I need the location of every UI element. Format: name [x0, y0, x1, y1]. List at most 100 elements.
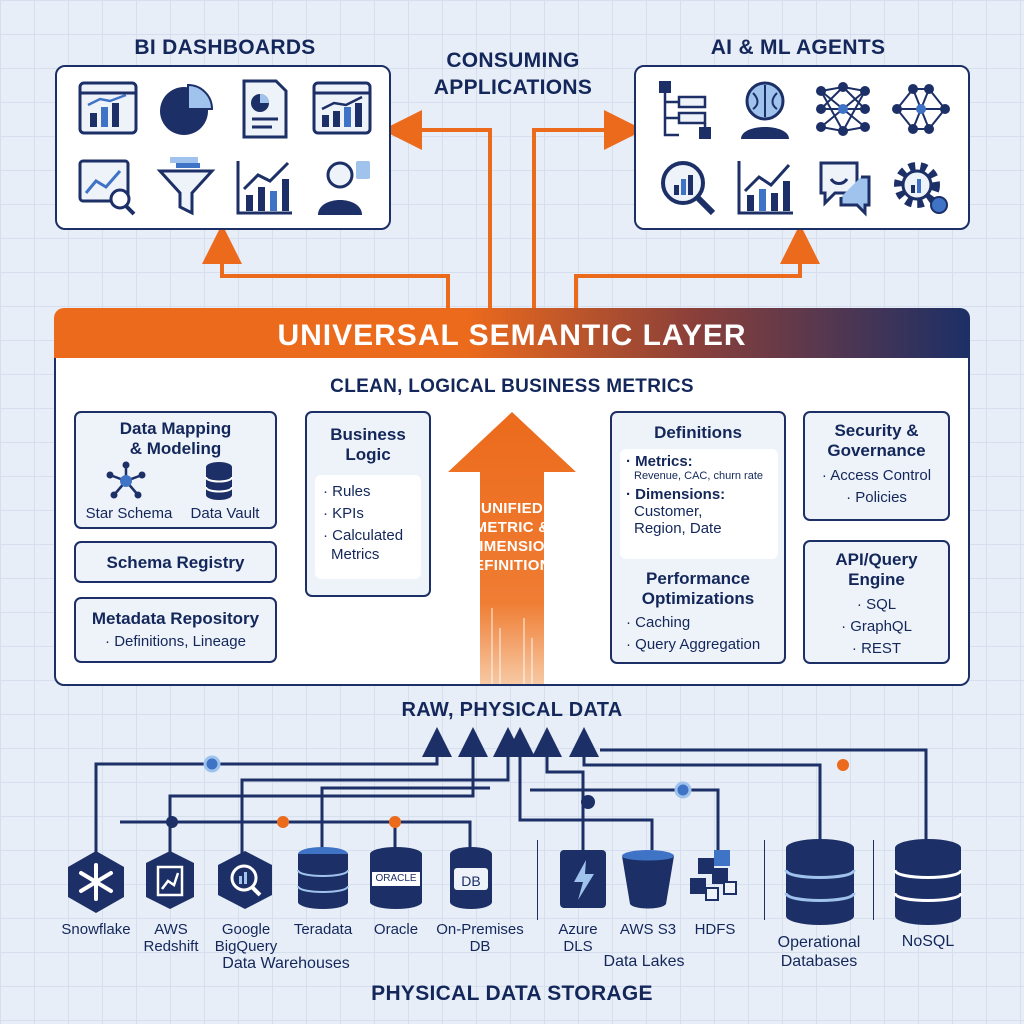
azure-label-2: DLS: [563, 938, 593, 955]
network-graph-icon: [892, 84, 950, 134]
rules-item: · Rules: [323, 483, 371, 500]
s3-bucket-icon: [622, 850, 674, 909]
ai-ml-agents-title: AI & ML AGENTS: [710, 36, 886, 59]
onprem-logo-text: DB: [461, 873, 481, 889]
s3-label: AWS S3: [619, 921, 677, 938]
bigquery-icon: [218, 851, 272, 909]
dimension-region-date: Region, Date: [634, 520, 722, 537]
star-schema-icon: [106, 461, 146, 499]
graphql-item: · GraphQL: [841, 618, 912, 635]
data-mapping-box: Data Mapping & Modeling Star Schema Data…: [74, 411, 277, 529]
consuming-applications-title: CONSUMING APPLICATIONS: [398, 47, 628, 101]
redshift-label-1: AWS: [154, 921, 188, 938]
bi-dashboards-title: BI DASHBOARDS: [134, 36, 316, 59]
semantic-layer-title: UNIVERSAL SEMANTIC LAYER: [277, 319, 747, 352]
teradata-icon: [297, 847, 349, 909]
chat-bubble-icon: [819, 161, 871, 217]
group-divider-1: [537, 840, 538, 920]
kpis-item: · KPIs: [323, 505, 364, 522]
azure-label-1: Azure: [558, 921, 598, 938]
rest-item: · REST: [851, 640, 902, 657]
operational-label-1: Operational: [777, 934, 861, 951]
api-query-engine-box: API/Query Engine · SQL · GraphQL · REST: [803, 540, 950, 664]
metrics-item: Metrics: [331, 546, 380, 563]
data-network-lines: [94, 727, 928, 860]
oracle-logo-text: ORACLE: [375, 873, 417, 884]
business-logic-title: Business: [330, 425, 406, 444]
physical-data-storage-title: PHYSICAL DATA STORAGE: [371, 982, 653, 1005]
onprem-db-icon: [450, 847, 492, 909]
security-governance-box: Security & Governance · Access Control ·…: [803, 411, 950, 521]
access-control-item: · Access Control: [821, 467, 932, 484]
data-warehouses-label: Data Warehouses: [222, 955, 350, 972]
oracle-icon: [370, 847, 422, 909]
unified-line1: UNIFIED: [480, 500, 544, 517]
security-subtitle: Governance: [827, 441, 926, 460]
snowflake-label: Snowflake: [61, 921, 131, 938]
schema-registry-label: Schema Registry: [106, 553, 245, 572]
semantic-layer-header: UNIVERSAL SEMANTIC LAYER: [54, 308, 970, 360]
caching-item: · Caching: [626, 614, 691, 631]
analytics-window-icon: [312, 81, 372, 135]
ai-brain-icon: [741, 81, 789, 139]
definitions-title: Definitions: [654, 423, 742, 442]
operational-db-icon: [784, 839, 856, 925]
performance-subtitle: Optimizations: [641, 589, 755, 608]
nosql-label: NoSQL: [901, 933, 955, 950]
query-aggregation-item: · Query Aggregation: [626, 636, 761, 653]
metrics-label: · Metrics:: [626, 453, 693, 470]
metrics-value: Revenue, CAC, churn rate: [634, 470, 764, 482]
api-subtitle: Engine: [848, 570, 905, 589]
hdfs-icon: [690, 850, 737, 901]
filter-funnel-icon: [156, 157, 216, 216]
magnifier-chart-icon: [78, 159, 136, 216]
search-analytics-icon: [661, 161, 716, 216]
data-mapping-title: Data Mapping: [119, 419, 232, 438]
metadata-repository-box: Metadata Repository · Definitions, Linea…: [74, 597, 277, 663]
business-logic-list: · Rules · KPIs · Calculated Metrics: [315, 475, 421, 579]
bigquery-label-1: Google: [221, 921, 271, 938]
performance-title: Performance: [646, 569, 750, 588]
unified-line2: METRIC &: [474, 519, 550, 536]
raw-physical-data-title: RAW, PHYSICAL DATA: [401, 699, 623, 721]
unified-line4: DEFINITIONS: [462, 557, 562, 574]
definitions-box: Definitions · Metrics: Revenue, CAC, chu…: [610, 411, 786, 664]
trend-chart-icon: [737, 161, 793, 215]
data-vault-label: Data Vault: [190, 505, 260, 522]
group-divider-2: [764, 840, 765, 920]
redshift-icon: [146, 851, 194, 909]
definitions-list: · Metrics: Revenue, CAC, churn rate · Di…: [620, 449, 778, 559]
business-logic-box: Business Logic · Rules · KPIs · Calculat…: [305, 411, 431, 597]
source-label-hdfs: HDFS: [684, 921, 746, 938]
consuming-line2: APPLICATIONS: [433, 76, 593, 99]
hdfs-label: HDFS: [694, 921, 736, 938]
unified-line3: DIMENSION: [468, 538, 556, 555]
metadata-title: Metadata Repository: [91, 609, 260, 628]
teradata-label: Teradata: [293, 921, 353, 938]
consuming-line1: CONSUMING: [446, 49, 580, 72]
report-icon: [242, 79, 288, 139]
policies-item: · Policies: [846, 489, 907, 506]
workflow-icon: [659, 81, 711, 139]
semantic-subtitle: CLEAN, LOGICAL BUSINESS METRICS: [330, 376, 694, 397]
source-label-oracle: Oracle: [362, 921, 430, 938]
calculated-item: · Calculated: [323, 527, 404, 544]
business-logic-subtitle: Logic: [345, 445, 391, 464]
dashboard-icon: [78, 81, 138, 135]
ai-ml-agents-panel: [634, 65, 970, 230]
redshift-label-2: Redshift: [143, 938, 199, 955]
bi-dashboards-panel: [55, 65, 391, 230]
azure-dls-icon: [560, 850, 606, 908]
star-schema-label: Star Schema: [85, 505, 173, 522]
schema-registry-box: Schema Registry: [74, 541, 277, 583]
oracle-label: Oracle: [373, 921, 419, 938]
data-mapping-subtitle: & Modeling: [129, 439, 222, 458]
onprem-label-2: DB: [469, 938, 491, 955]
unified-arrow: [448, 412, 576, 684]
snowflake-icon: [68, 851, 124, 913]
